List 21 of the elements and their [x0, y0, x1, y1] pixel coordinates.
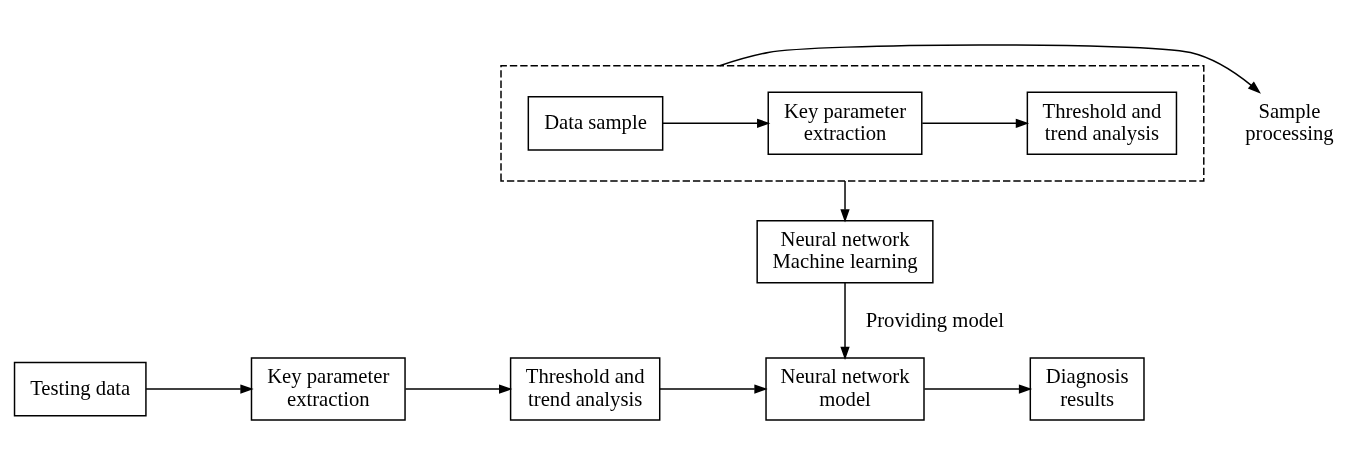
arrow: [659, 383, 768, 394]
node-box: Testing data: [13, 361, 147, 416]
arrow: [145, 383, 254, 394]
arrow: [662, 118, 771, 128]
node-box: Key parameter extraction: [250, 356, 406, 421]
node-box: Key parameter extraction: [767, 91, 923, 155]
node-box: Neural network Machine learning: [756, 219, 934, 284]
arrow: [719, 43, 1261, 94]
node-box: Diagnosis results: [1029, 356, 1145, 421]
node-box: Threshold and trend analysis: [509, 356, 661, 421]
arrow: [921, 118, 1030, 128]
node-box: Neural network model: [765, 356, 925, 421]
node-box: Threshold and trend analysis: [1026, 91, 1178, 155]
arrow: [840, 179, 850, 223]
node-box: Data sample: [527, 95, 664, 151]
arrow: [840, 281, 850, 360]
edge-label: Providing model: [865, 308, 1004, 331]
node-text: Sample processing: [1245, 99, 1334, 144]
arrow: [923, 383, 1033, 394]
cluster: [500, 64, 1205, 182]
arrow: [404, 383, 513, 394]
